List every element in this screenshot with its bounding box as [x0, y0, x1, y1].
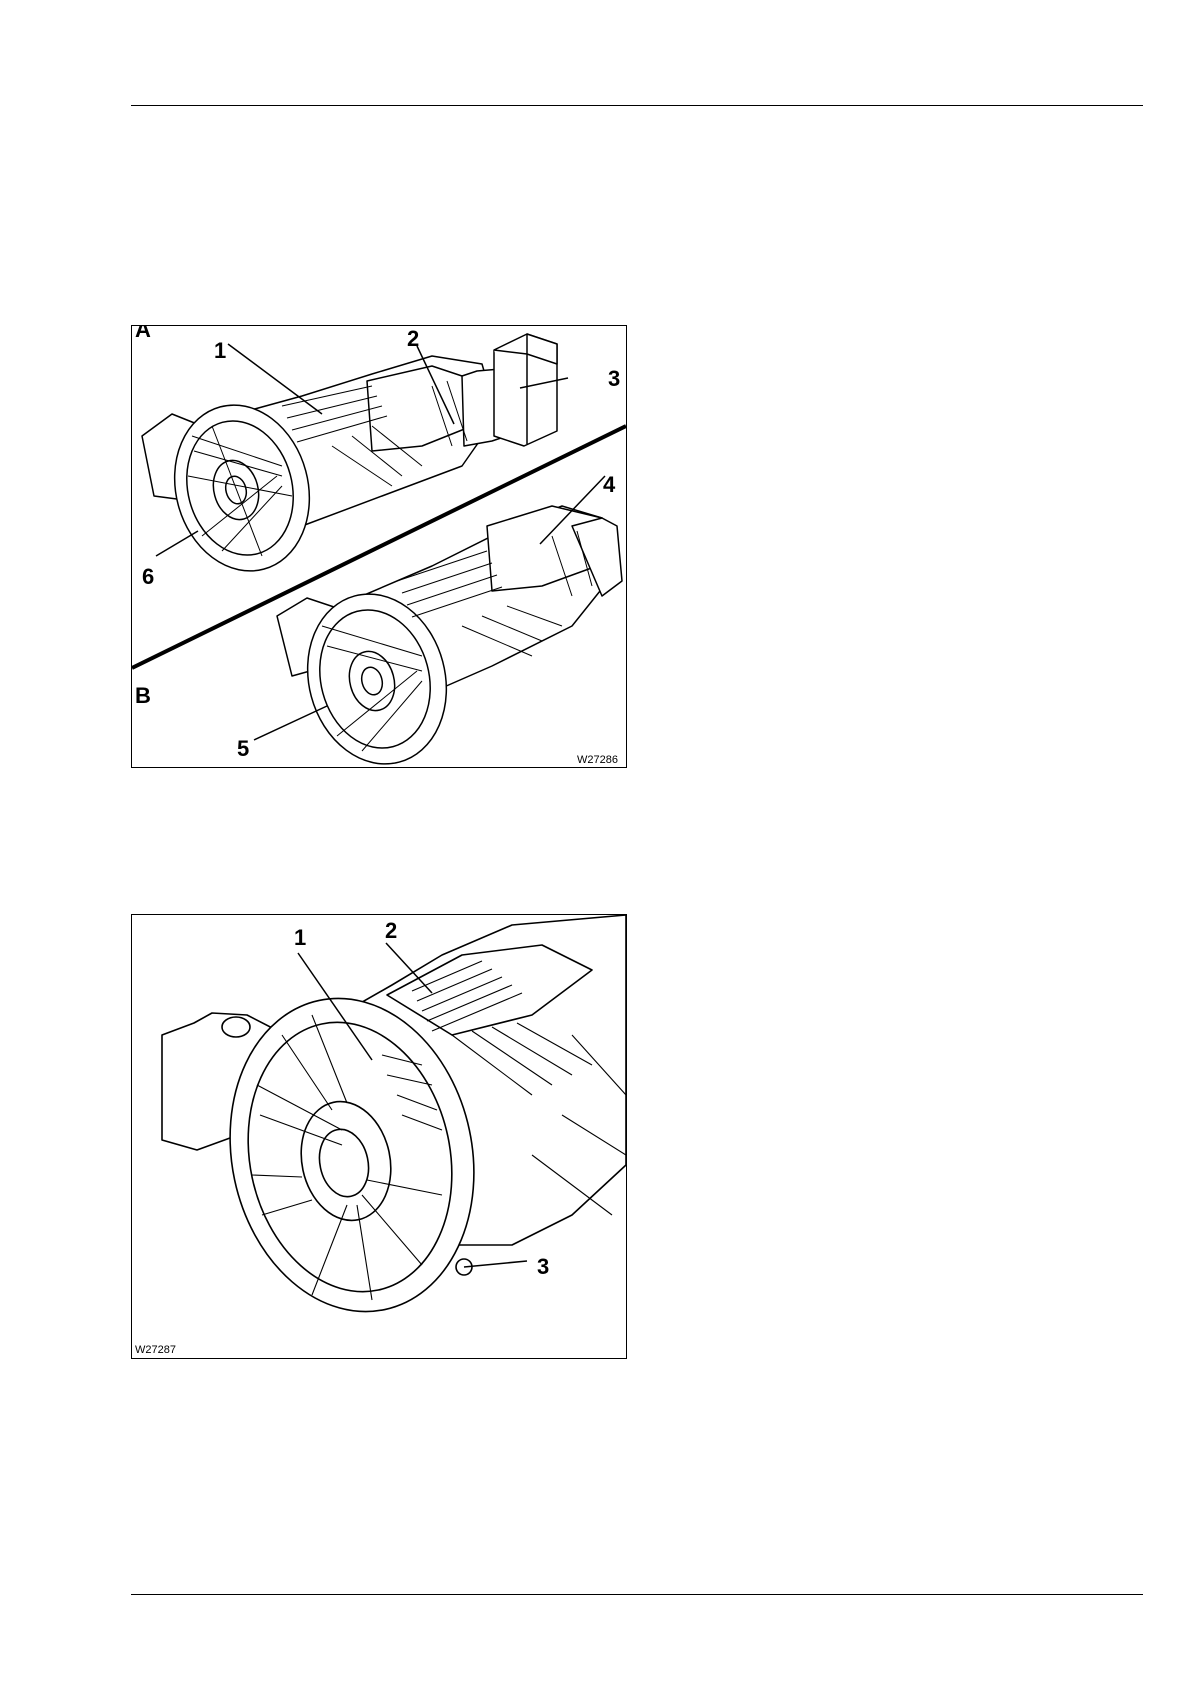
header-rule: [131, 105, 1143, 106]
figure-transmission-detail: 1 2 3 W27287: [131, 914, 627, 1359]
callout-2: 2: [407, 328, 419, 350]
callout-3: 3: [537, 1256, 549, 1278]
section-label-a: A: [135, 325, 151, 341]
section-label-b: B: [135, 685, 151, 707]
figure-id: W27286: [577, 755, 618, 766]
figure-transmission-variants: A B 1 2 3 4 5 6 W27286: [131, 325, 627, 768]
transmission-detail-illustration: [132, 915, 626, 1358]
callout-5: 5: [237, 738, 249, 760]
callout-3: 3: [608, 368, 620, 390]
figure-id: W27287: [135, 1345, 176, 1356]
transmission-illustration-a-b: [132, 326, 626, 767]
callout-2: 2: [385, 920, 397, 942]
callout-4: 4: [603, 474, 615, 496]
callout-1: 1: [294, 927, 306, 949]
callout-1: 1: [214, 340, 226, 362]
footer-rule: [131, 1594, 1143, 1595]
callout-6: 6: [142, 566, 154, 588]
